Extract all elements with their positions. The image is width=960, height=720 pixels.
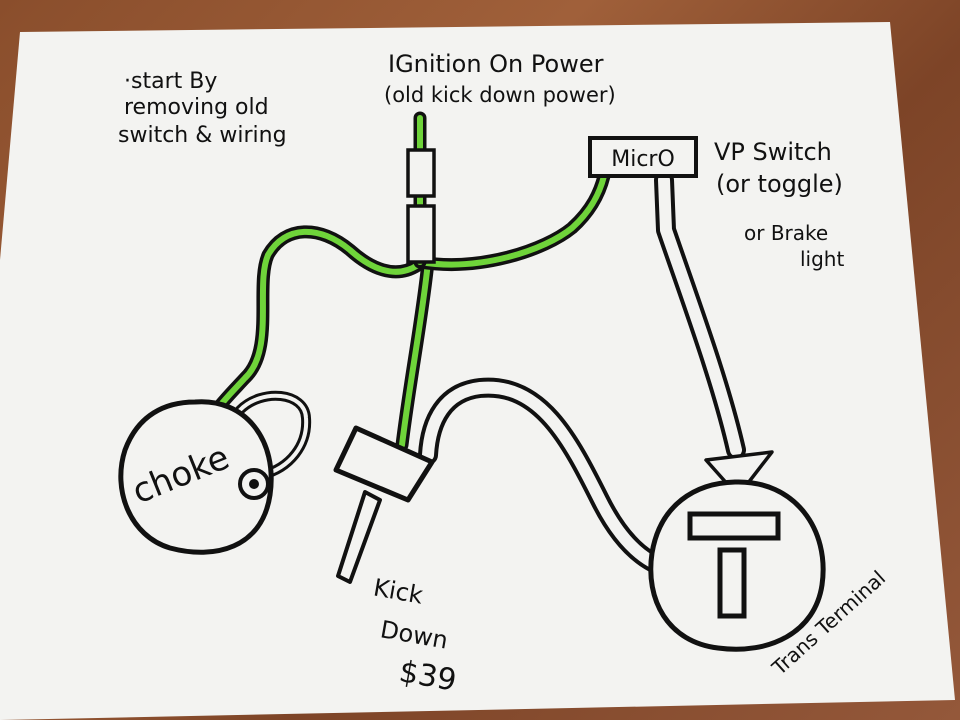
ignition-note-line1: IGnition On Power [388, 50, 604, 78]
vp-note-line1: VP Switch [714, 138, 832, 166]
start-note-line3: switch & wiring [118, 123, 287, 148]
terminal-t-bar [687, 511, 781, 541]
ignition-note-line2: (old kick down power) [384, 83, 616, 107]
ignition-power-wire [406, 111, 436, 269]
choke: choke [118, 399, 274, 555]
ignition-to-choke-wire [208, 225, 425, 419]
ignition-to-kickdown-wire [395, 255, 435, 452]
vp-note-line4: light [800, 247, 844, 271]
trans-terminal [648, 479, 826, 652]
vp-note: VP Switch (or toggle) or Brake light [714, 138, 844, 271]
start-note-line1: ·start By [124, 69, 217, 94]
micro-switch: MicrO [588, 136, 698, 178]
kickdown-switch [333, 425, 435, 584]
start-note-line2: removing old [124, 95, 269, 120]
terminal-t-stem [717, 547, 747, 619]
start-note: ·start By removing old switch & wiring [118, 69, 287, 148]
vp-note-line3: or Brake [744, 221, 828, 245]
kickdown-lever [336, 490, 382, 584]
ignition-note: IGnition On Power (old kick down power) [384, 50, 616, 107]
ignition-to-micro-wire [413, 169, 611, 271]
micro-label: MicrO [611, 147, 675, 172]
micro-to-terminal-wire [654, 170, 774, 498]
terminal-arrow-head [704, 450, 774, 498]
vp-note-line2: (or toggle) [716, 170, 843, 198]
